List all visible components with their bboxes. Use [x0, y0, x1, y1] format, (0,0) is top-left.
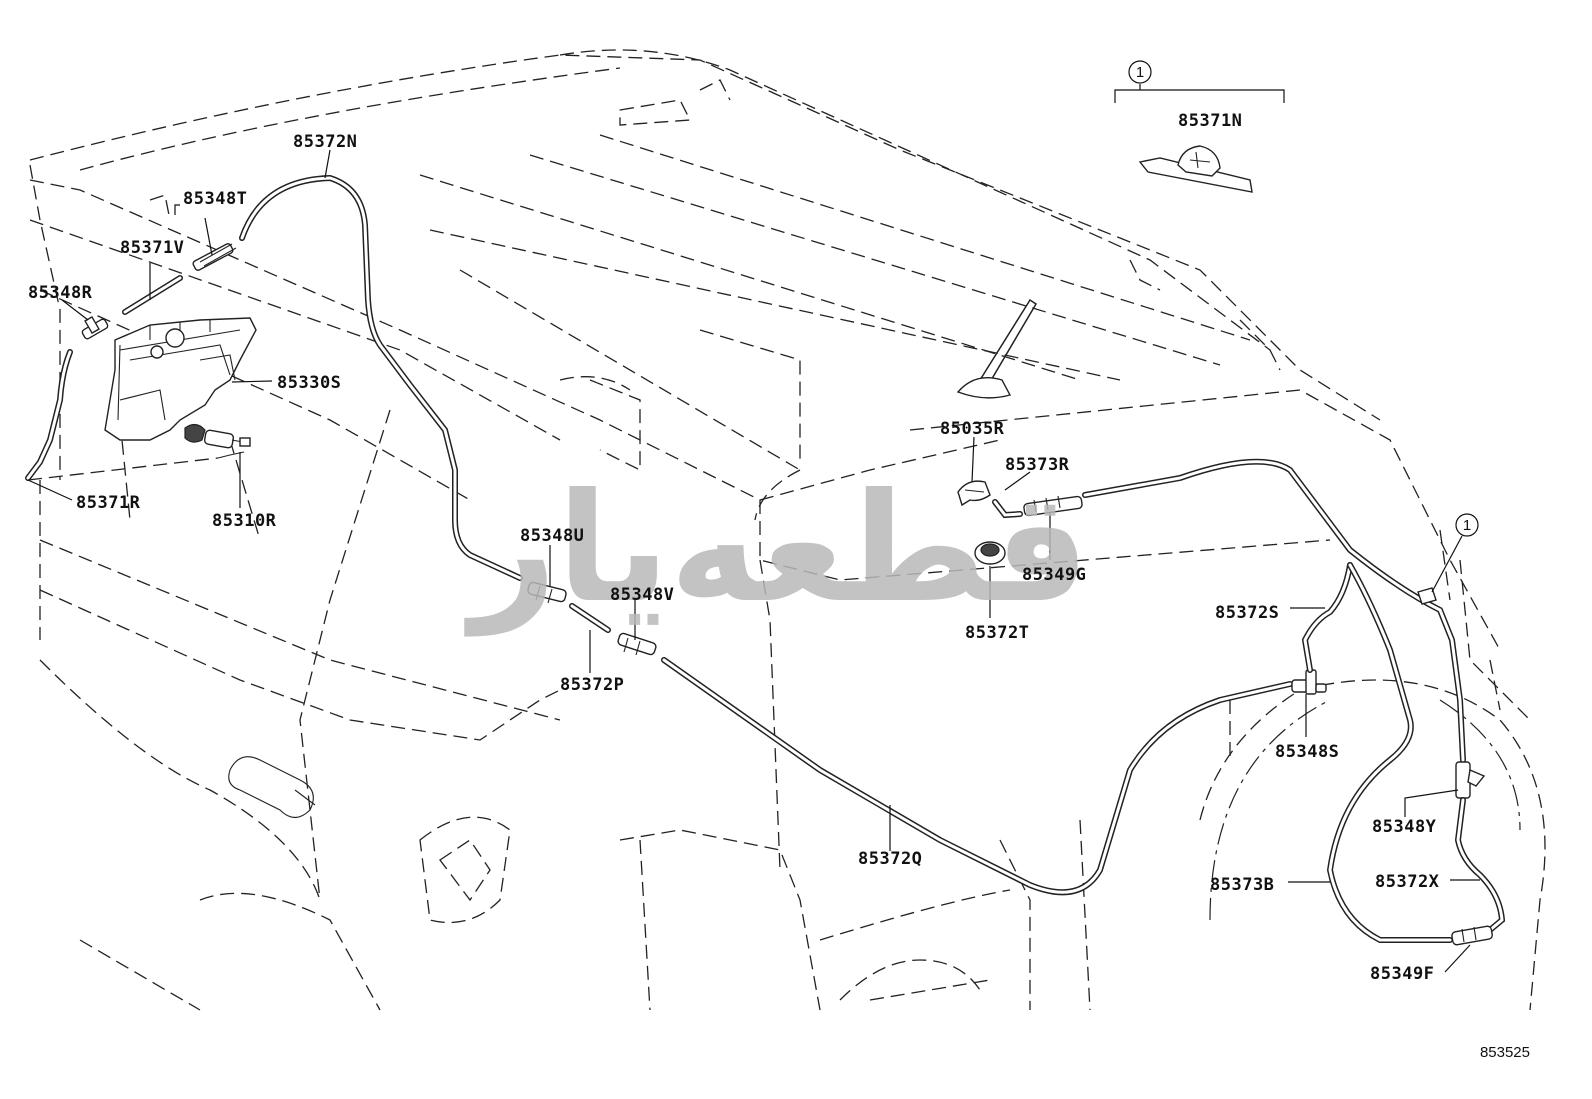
- door-handle: [228, 756, 316, 819]
- label-85348R: 85348R: [28, 283, 93, 303]
- label-85348T: 85348T: [183, 189, 247, 209]
- joint-85349F: [1451, 925, 1493, 946]
- svg-text:1: 1: [1463, 517, 1471, 534]
- label-85372Q: 85372Q: [858, 849, 922, 869]
- joint-85349G: [1023, 495, 1083, 517]
- joint-85348S: [1291, 669, 1327, 695]
- label-85371V: 85371V: [120, 238, 184, 258]
- label-85310R: 85310R: [212, 511, 277, 531]
- label-85349G: 85349G: [1022, 565, 1086, 585]
- label-85330S: 85330S: [277, 373, 341, 393]
- grommet-85035R: [957, 480, 991, 507]
- hose-85371R: [25, 349, 73, 481]
- label-85348U: 85348U: [520, 526, 584, 546]
- part-labels: 85372N 85348T 85371V 85348R 85330S 85371…: [28, 111, 1440, 984]
- label-85371R: 85371R: [76, 493, 141, 513]
- joint-85348V: [617, 632, 657, 656]
- joint-85348R: [81, 315, 109, 340]
- label-85348Y: 85348Y: [1372, 817, 1437, 837]
- nozzle-85372T: [974, 541, 1006, 565]
- hose-85371V: [122, 275, 183, 315]
- hose-85373B: [1326, 562, 1453, 943]
- clip-85371N-on-body: [1417, 587, 1437, 605]
- nozzle-85348Y: [1455, 761, 1486, 799]
- label-85372X: 85372X: [1375, 872, 1440, 892]
- joint-85348U: [527, 581, 567, 604]
- watermark: قطعه‌یار: [464, 462, 1090, 637]
- label-85372P: 85372P: [560, 675, 624, 695]
- svg-text:1: 1: [1136, 64, 1144, 81]
- label-85372T: 85372T: [965, 623, 1029, 643]
- callout-marker-body: 1: [1431, 513, 1479, 593]
- inset-bracket: [1114, 84, 1285, 103]
- label-85035R: 85035R: [940, 419, 1005, 439]
- hose-85372N: [239, 174, 523, 581]
- hose-85373R: [992, 499, 1023, 519]
- hose-85373R-upper: [1082, 458, 1466, 763]
- figure-number: 853525: [1480, 1044, 1530, 1061]
- guide-line: [27, 457, 219, 481]
- joint-85348T: [192, 243, 237, 271]
- vehicle-body-outline: [29, 49, 1546, 1011]
- label-85349F: 85349F: [1370, 964, 1434, 984]
- leader-lines: [27, 149, 1480, 973]
- label-85372S: 85372S: [1215, 603, 1279, 623]
- clip-85371N: [1138, 145, 1253, 193]
- label-85348S: 85348S: [1275, 742, 1339, 762]
- label-85348V: 85348V: [610, 585, 674, 605]
- washer-tank: [104, 317, 257, 441]
- label-85372N: 85372N: [293, 132, 357, 152]
- label-85373B: 85373B: [1210, 875, 1274, 895]
- callout-marker-inset: 1: [1128, 60, 1152, 84]
- label-85371N: 85371N: [1178, 111, 1242, 131]
- hose-85372P: [569, 603, 611, 633]
- label-85373R: 85373R: [1005, 455, 1070, 475]
- hose-85372S: [1301, 562, 1353, 673]
- roof-antenna: [956, 298, 1038, 399]
- hose-85372Q: [661, 657, 1293, 896]
- washer-pump: [184, 423, 251, 459]
- hose-85372X: [1454, 797, 1506, 933]
